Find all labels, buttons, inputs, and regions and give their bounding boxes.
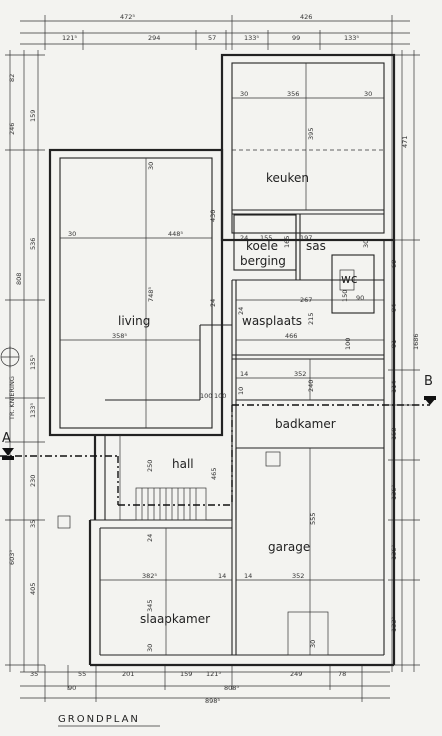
dim-garage-14: 14 bbox=[244, 572, 252, 580]
dim-living-w: 448⁵ bbox=[168, 230, 183, 238]
bottom-dimensions: 35 55 201 159 121⁵ 249 78 90 808⁵ 898⁵ bbox=[20, 665, 390, 705]
dim-bad-100: 100 bbox=[214, 392, 226, 400]
room-label-hall: hall bbox=[172, 457, 194, 471]
dim-sas-30: 30 bbox=[362, 240, 370, 248]
room-label-keuken: keuken bbox=[266, 171, 309, 185]
dim-bot-1215: 121⁵ bbox=[206, 670, 221, 678]
dim-left-405: 405 bbox=[29, 583, 37, 595]
dim-right-1686: 1686 bbox=[412, 333, 420, 350]
dim-bot-90: 90 bbox=[68, 684, 76, 692]
dim-left-1335: 133⁵ bbox=[29, 403, 37, 418]
dim-left-6035: 603⁵ bbox=[8, 550, 16, 565]
dim-was-w2: 466 bbox=[285, 332, 297, 340]
dim-left-808: 808 bbox=[15, 273, 23, 285]
dim-keuken-h: 395 bbox=[307, 128, 315, 140]
dim-bot-8085: 808⁵ bbox=[224, 684, 239, 692]
dim-garage-w: 352 bbox=[292, 572, 304, 580]
dim-left-230: 230 bbox=[29, 475, 37, 487]
dim-was-w: 267 bbox=[300, 296, 312, 304]
dim-top-1: 121⁵ bbox=[62, 34, 77, 42]
dim-koele-24: 24 bbox=[240, 234, 248, 242]
dim-living-30b: 30 bbox=[147, 162, 155, 170]
dim-bot-159: 159 bbox=[180, 670, 192, 678]
dim-garage-30: 30 bbox=[309, 640, 317, 648]
dim-keuken-w: 356 bbox=[287, 90, 299, 98]
dim-was-24: 24 bbox=[237, 307, 245, 315]
room-label-sas: sas bbox=[306, 239, 326, 253]
room-label-wc: wc bbox=[341, 272, 357, 286]
outer-walls bbox=[48, 53, 396, 667]
dim-living-h: 748⁵ bbox=[147, 287, 155, 302]
dim-wc-150: 150 bbox=[341, 290, 349, 302]
dim-top-6: 133⁵ bbox=[344, 34, 359, 42]
interior-dimensions: 356 395 30 30 448⁵ 748⁵ 358⁵ 30 30 430 2… bbox=[68, 90, 372, 652]
room-label-badkamer: badkamer bbox=[275, 417, 336, 431]
dim-right-471: 471 bbox=[401, 136, 409, 148]
dim-wc-90: 90 bbox=[356, 294, 364, 302]
dim-top-2: 294 bbox=[148, 34, 160, 42]
dim-slaap-30: 30 bbox=[146, 644, 154, 652]
dim-hall-250: 250 bbox=[146, 460, 154, 472]
room-label-living: living bbox=[118, 314, 150, 328]
section-marker-b: B bbox=[424, 374, 436, 405]
dim-bad-10: 10 bbox=[237, 387, 245, 395]
dim-koele-h: 165 bbox=[283, 236, 291, 248]
section-label-b: B bbox=[424, 374, 433, 389]
dim-left-536: 536 bbox=[29, 238, 37, 250]
dim-overall-right: 426 bbox=[300, 13, 312, 21]
dim-hall-h: 465 bbox=[210, 468, 218, 480]
dim-bot-55: 55 bbox=[78, 670, 86, 678]
dim-bot-8985: 898⁵ bbox=[205, 697, 220, 705]
dim-slaap-w: 382⁵ bbox=[142, 572, 157, 580]
dim-bot-78: 78 bbox=[338, 670, 346, 678]
dim-keuken-30b: 30 bbox=[364, 90, 372, 98]
dim-top-3: 57 bbox=[208, 34, 216, 42]
top-dimensions: 472⁵ 426 121⁵ 294 57 133⁵ 99 133⁵ bbox=[20, 13, 410, 50]
dim-left-35: 35 bbox=[29, 520, 37, 528]
dim-living-w2: 358⁵ bbox=[112, 332, 127, 340]
room-label-wasplaats: wasplaats bbox=[242, 314, 302, 328]
dim-sas-w: 197 bbox=[300, 234, 312, 242]
room-label-garage: garage bbox=[268, 540, 310, 554]
dim-24: 24 bbox=[209, 299, 217, 307]
dim-bot-249: 249 bbox=[290, 670, 302, 678]
room-label-berging: berging bbox=[240, 254, 286, 268]
dim-430: 430 bbox=[209, 210, 217, 222]
room-label-slaapkamer: slaapkamer bbox=[140, 612, 210, 626]
right-dimensions: 471 1686 114 158 136⁵ 136⁵ 133⁵ 94 60 91 bbox=[388, 50, 420, 672]
dim-hall-100: 100 bbox=[200, 392, 212, 400]
dim-slaap-14: 14 bbox=[218, 572, 226, 580]
dim-left-1355: 135⁵ bbox=[29, 355, 37, 370]
dim-bad-100b: 100 bbox=[344, 338, 352, 350]
dim-left-159: 159 bbox=[29, 110, 37, 122]
dim-living-30: 30 bbox=[68, 230, 76, 238]
dim-keuken-30a: 30 bbox=[240, 90, 248, 98]
orientation-symbol bbox=[0, 346, 20, 368]
annotation-rotated: TR. KNIERING bbox=[8, 376, 16, 421]
section-marker-a: A bbox=[2, 431, 14, 460]
dim-slaap-h: 345 bbox=[146, 600, 154, 612]
dim-top-4: 133⁵ bbox=[244, 34, 259, 42]
dim-bot-35: 35 bbox=[30, 670, 38, 678]
dim-was-h: 215 bbox=[307, 313, 315, 325]
room-label-koele: koele bbox=[246, 239, 278, 253]
dim-bad-w: 352 bbox=[294, 370, 306, 378]
dim-overall-left: 472⁵ bbox=[120, 13, 135, 21]
dim-garage-h: 555 bbox=[309, 513, 317, 525]
section-label-a: A bbox=[2, 431, 11, 446]
dim-bad-h: 240 bbox=[307, 380, 315, 392]
drawing-title: GRONDPLAN bbox=[58, 714, 140, 725]
dim-top-5: 99 bbox=[292, 34, 300, 42]
dim-bot-201: 201 bbox=[122, 670, 134, 678]
staircase bbox=[135, 487, 207, 521]
dim-left-82: 82 bbox=[8, 74, 16, 82]
dim-left-246: 246 bbox=[8, 123, 16, 135]
dim-slaap-24: 24 bbox=[146, 534, 154, 542]
dim-bad-14: 14 bbox=[240, 370, 248, 378]
left-dimensions: 82 159 246 536 808 135⁵ 133⁵ 230 35 603⁵… bbox=[5, 50, 45, 672]
dim-koele-w: 155 bbox=[260, 234, 272, 242]
interior-dim-lines bbox=[60, 63, 384, 655]
